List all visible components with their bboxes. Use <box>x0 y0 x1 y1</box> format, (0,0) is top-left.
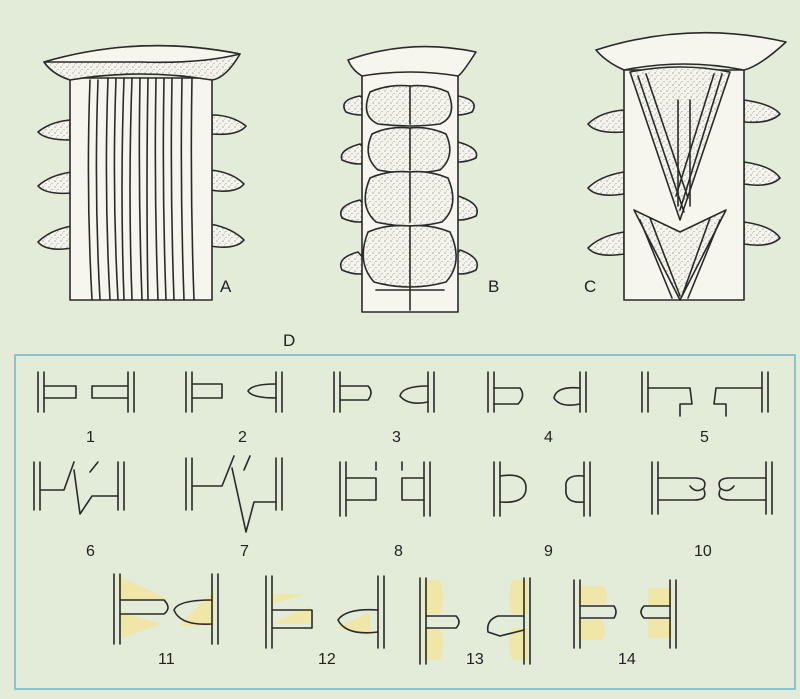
diagram-6 <box>33 461 125 515</box>
diagram-12 <box>265 575 385 649</box>
panel-label-d: D <box>283 331 295 350</box>
diagram-number-6: 6 <box>86 543 95 560</box>
diagram-8 <box>339 461 431 517</box>
diagram-number-12: 12 <box>318 651 336 668</box>
panel-d-frame <box>14 354 796 690</box>
diagram-11 <box>113 573 219 645</box>
diagram-9 <box>493 461 591 517</box>
diagram-3 <box>333 371 435 413</box>
panel-label-a: A <box>220 277 232 296</box>
diagram-2 <box>185 371 283 413</box>
diagram-number-9: 9 <box>544 543 553 560</box>
diagram-1 <box>37 371 135 413</box>
diagram-10 <box>651 461 773 515</box>
diagram-14 <box>573 579 677 649</box>
panel-c-illustration: C <box>584 31 787 301</box>
diagram-5 <box>641 371 769 417</box>
diagram-number-8: 8 <box>394 543 403 560</box>
diagram-number-2: 2 <box>238 429 247 446</box>
diagram-number-10: 10 <box>694 543 712 560</box>
diagram-number-11: 11 <box>158 651 175 668</box>
diagram-number-1: 1 <box>86 429 95 446</box>
diagram-number-13: 13 <box>466 651 484 668</box>
diagram-4 <box>487 371 587 413</box>
diagram-number-3: 3 <box>392 429 401 446</box>
diagram-number-5: 5 <box>700 429 709 446</box>
diagram-number-7: 7 <box>240 543 249 560</box>
diagram-number-14: 14 <box>618 651 636 668</box>
diagram-number-group: 1 2 3 4 5 6 7 8 9 10 11 12 13 14 <box>86 429 712 668</box>
panel-label-b: B <box>488 277 499 296</box>
panel-label-c: C <box>584 277 596 296</box>
diagram-13 <box>419 577 531 665</box>
panel-b-illustration: B <box>339 45 499 313</box>
diagram-number-4: 4 <box>544 429 553 446</box>
diagram-7 <box>185 455 283 533</box>
panel-a-illustration: A <box>37 44 247 301</box>
